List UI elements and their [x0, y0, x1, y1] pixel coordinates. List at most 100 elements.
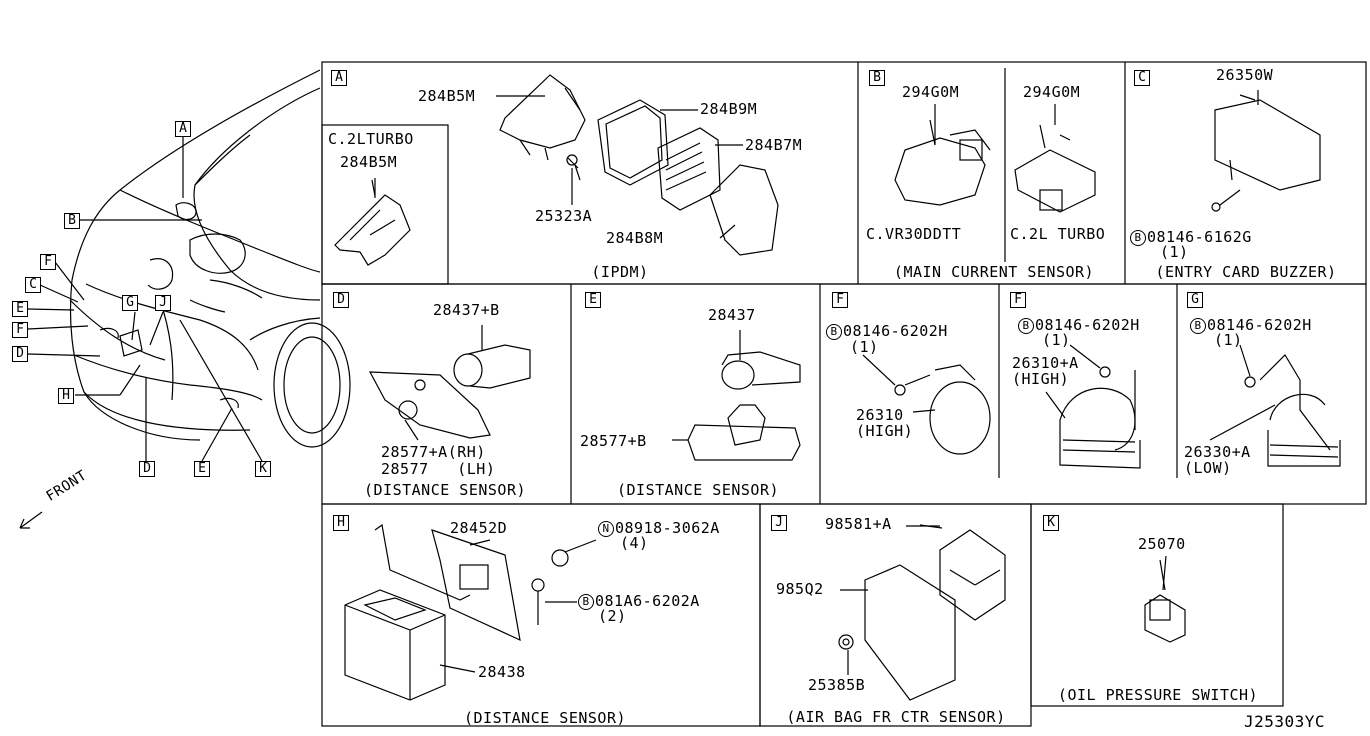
section-f1-part-note: (HIGH) [856, 422, 914, 440]
section-d-part2-rh: 28577+A(RH) [381, 443, 486, 461]
section-h-caption: (DISTANCE SENSOR) [463, 709, 627, 727]
callout-k: K [255, 461, 271, 477]
section-c-caption: (ENTRY CARD BUZZER) [1155, 263, 1337, 281]
section-f1-bolt-number: 08146-6202H [843, 322, 948, 340]
front-arrow [19, 511, 43, 529]
section-a-inset-title: C.2LTURBO [328, 130, 414, 148]
section-f2-part: 26310+A [1012, 354, 1079, 372]
section-f2-letter: F [1010, 292, 1026, 308]
section-a-caption: (IPDM) [591, 263, 649, 281]
section-b-left-variant: C.VR30DDTT [866, 225, 962, 243]
section-k-letter: K [1043, 515, 1059, 531]
section-h-nut-qty: (4) [620, 534, 649, 552]
section-g-part-note: (LOW) [1184, 459, 1232, 477]
section-e-caption: (DISTANCE SENSOR) [616, 481, 780, 499]
section-a-inset-part: 284B5M [340, 153, 398, 171]
section-f1-bolt-qty: (1) [850, 338, 879, 356]
section-c-bolt-qty: (1) [1160, 243, 1189, 261]
section-a-letter: A [331, 70, 347, 86]
section-h-part1: 28452D [450, 519, 508, 537]
section-j-part1: 98581+A [825, 515, 892, 533]
bolt-mark-icon: B [826, 324, 842, 340]
part-284b8m: 284B8M [606, 229, 664, 247]
horn-drawings [894, 354, 1341, 469]
section-e-letter: E [585, 292, 601, 308]
section-d-caption: (DISTANCE SENSOR) [363, 481, 527, 499]
bolt-mark-icon: B [578, 594, 594, 610]
section-h-nut-number: 08918-3062A [615, 519, 720, 537]
part-leader-lines [374, 90, 1276, 675]
section-d-letter: D [333, 292, 349, 308]
bolt-mark-icon: B [1130, 230, 1146, 246]
section-g-bolt-qty: (1) [1214, 331, 1243, 349]
callout-f-upper: F [40, 254, 56, 270]
bolt-mark-icon: B [1018, 318, 1034, 334]
oil-pressure-switch-drawing [1144, 559, 1186, 643]
bolt-mark-icon: B [1190, 318, 1206, 334]
section-b-letter: B [869, 70, 885, 86]
section-g-part: 26330+A [1184, 443, 1251, 461]
car-outline-drawing [69, 69, 351, 448]
entry-card-buzzer-drawing [1211, 94, 1321, 212]
section-c-bolt-number: 08146-6162G [1147, 228, 1252, 246]
section-f2-bolt-number: 08146-6202H [1035, 316, 1140, 334]
section-e-part2: 28577+B [580, 432, 647, 450]
section-h-part2: 28438 [478, 663, 526, 681]
section-b-caption: (MAIN CURRENT SENSOR) [893, 263, 1095, 281]
section-f1-part: 26310 [856, 406, 904, 424]
callout-h: H [58, 388, 74, 404]
section-f2-part-note: (HIGH) [1012, 370, 1070, 388]
part-25323a: 25323A [535, 207, 593, 225]
section-b-right-part: 294G0M [1023, 83, 1081, 101]
part-284b5m: 284B5M [418, 87, 476, 105]
section-j-caption: (AIR BAG FR CTR SENSOR) [786, 708, 1006, 726]
callout-c: C [25, 277, 41, 293]
section-k-caption: (OIL PRESSURE SWITCH) [1057, 686, 1259, 704]
section-g-bolt-number: 08146-6202H [1207, 316, 1312, 334]
section-j-part2: 985Q2 [776, 580, 824, 598]
section-h-bolt-qty: (2) [598, 607, 627, 625]
current-sensor-parts-drawing [894, 119, 1096, 213]
section-d-part1: 28437+B [433, 301, 500, 319]
callout-g: G [122, 295, 138, 311]
callout-f-lower: F [12, 322, 28, 338]
section-g-letter: G [1187, 292, 1203, 308]
section-h-bolt-number: 081A6-6202A [595, 592, 700, 610]
section-k-part: 25070 [1138, 535, 1186, 553]
section-b-right-variant: C.2L TURBO [1010, 225, 1106, 243]
callout-b: B [64, 213, 80, 229]
callout-e-bottom: E [194, 461, 210, 477]
section-f1-letter: F [832, 292, 848, 308]
part-284b9m: 284B9M [700, 100, 758, 118]
distance-sensor-h-drawing [344, 523, 569, 701]
diagram-id: J25303YC [1244, 712, 1326, 731]
section-b-left-part: 294G0M [902, 83, 960, 101]
section-f2-bolt-qty: (1) [1042, 331, 1071, 349]
callout-j: J [155, 295, 171, 311]
section-c-letter: C [1134, 70, 1150, 86]
distance-sensor-e-drawing [687, 351, 801, 461]
section-grid [321, 61, 1367, 727]
callout-d-bottom: D [139, 461, 155, 477]
section-j-letter: J [771, 515, 787, 531]
callout-d-left: D [12, 346, 28, 362]
distance-sensor-d-drawing [368, 344, 531, 439]
callout-a: A [175, 121, 191, 137]
section-c-part: 26350W [1216, 66, 1274, 84]
section-d-part2-lh: 28577 (LH) [381, 460, 496, 478]
callout-e-left: E [12, 301, 28, 317]
part-284b7m: 284B7M [745, 136, 803, 154]
section-j-part3: 25385B [808, 676, 866, 694]
section-e-part1: 28437 [708, 306, 756, 324]
airbag-sensor-drawing [838, 524, 1006, 701]
car-leader-lines [27, 136, 263, 462]
section-h-letter: H [333, 515, 349, 531]
nut-mark-icon: N [598, 521, 614, 537]
